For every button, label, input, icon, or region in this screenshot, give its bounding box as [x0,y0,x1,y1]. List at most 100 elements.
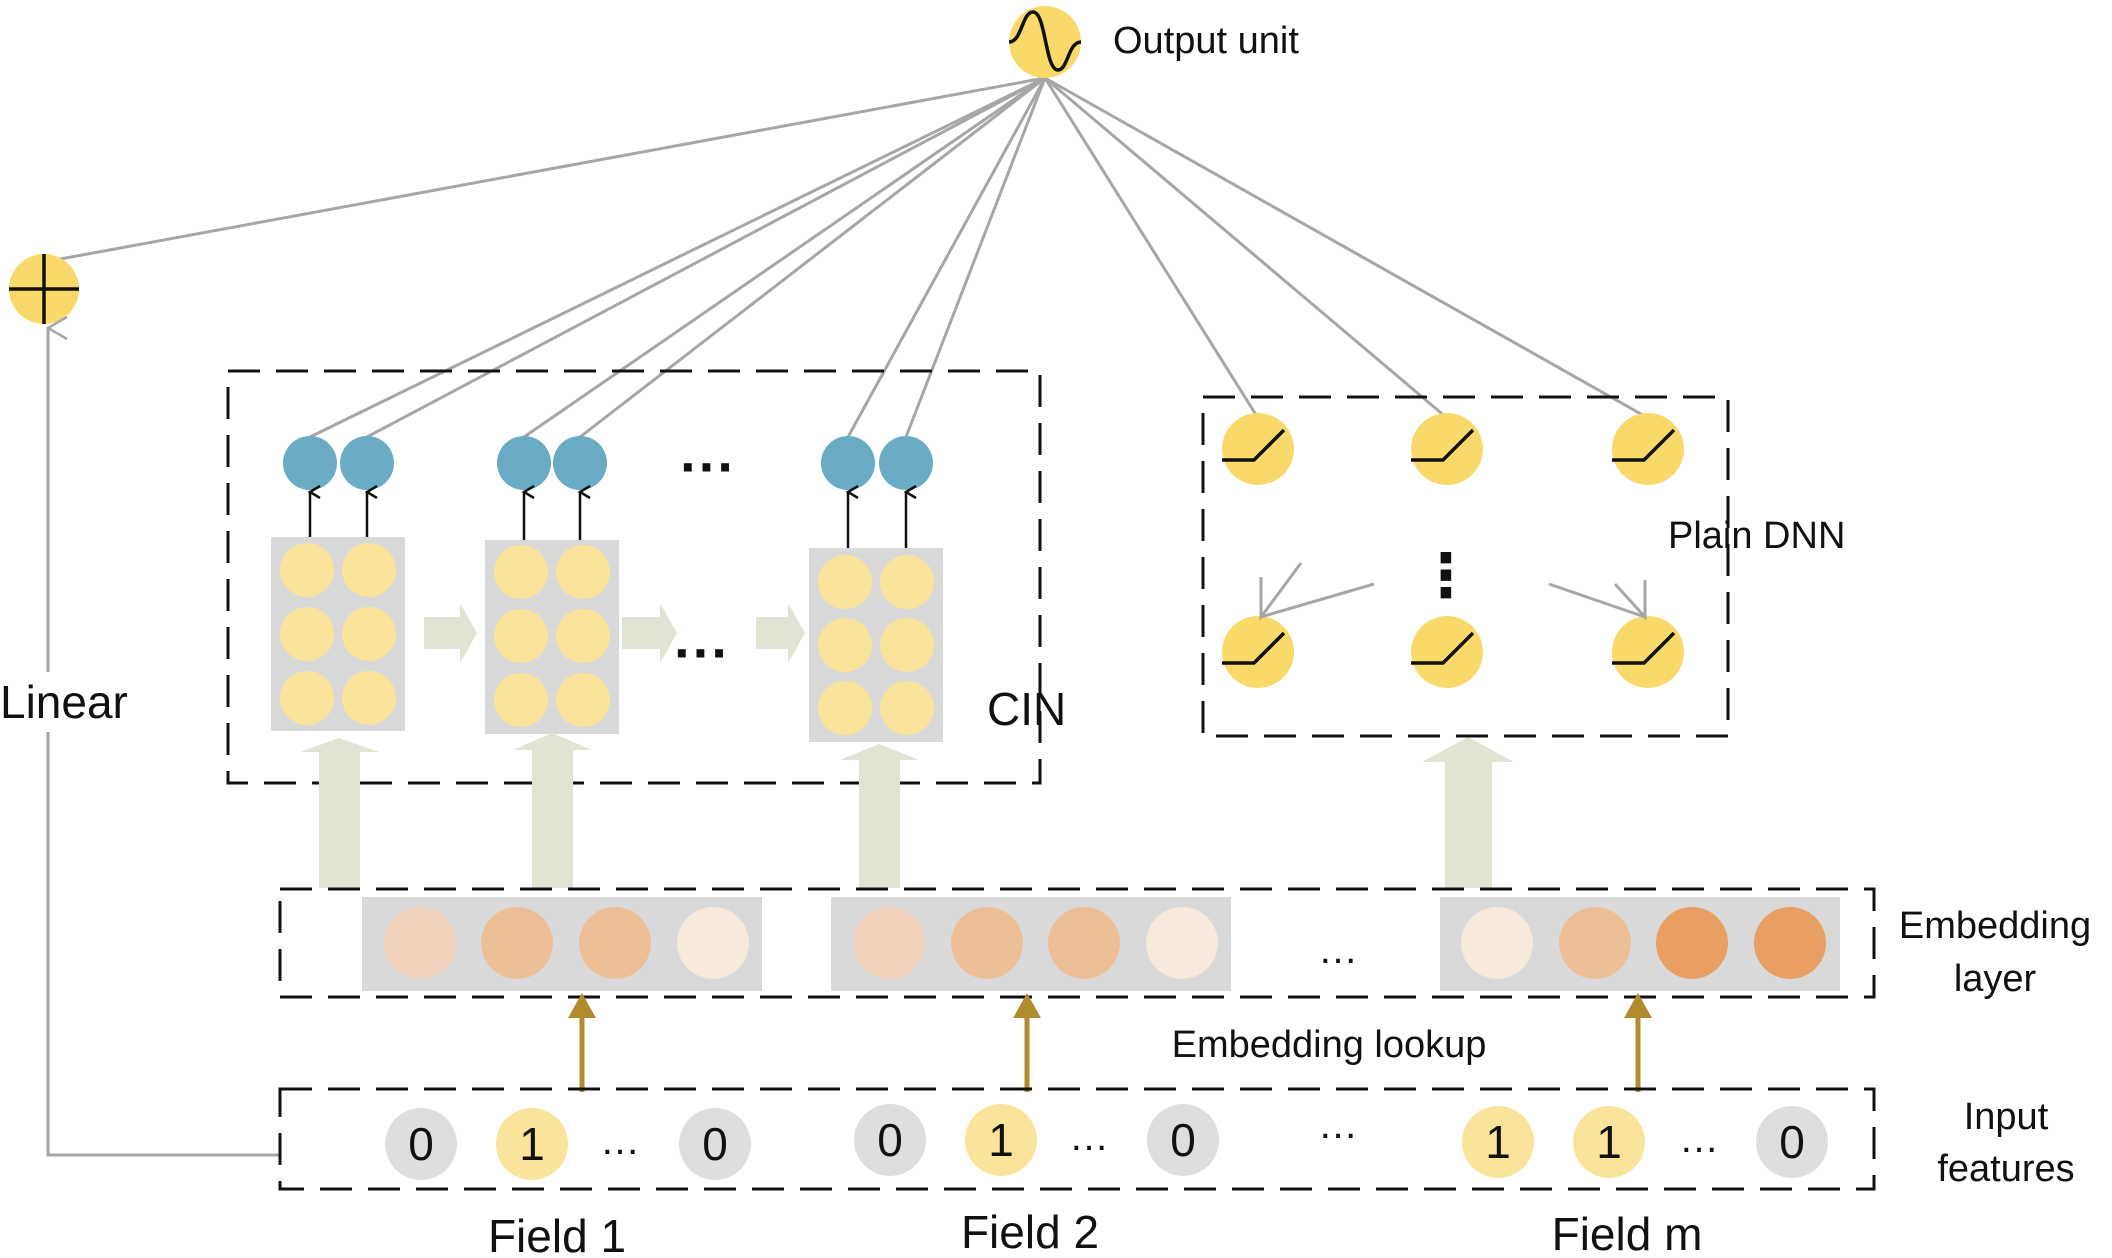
relu-icon [1411,631,1475,665]
input-features-box [278,1087,1876,1191]
arrow-right-down [1548,582,1646,619]
cin-node [494,609,548,663]
input-cell [496,1108,568,1180]
embedding-value [853,907,925,979]
embedding-value [1754,907,1826,979]
embedding-vectors [384,907,1826,979]
connection-line [43,76,1046,264]
input-cell [1573,1106,1645,1178]
pooling-node [497,436,551,490]
relu-icon [1612,631,1676,665]
input-cell [854,1104,926,1176]
embedding-lookup-label: Embedding lookup [1172,1024,1487,1066]
input-ellipsis: … [1679,1117,1719,1161]
dnn-unit [1222,413,1294,485]
cin-label: CIN [987,683,1066,735]
input-cell [965,1104,1037,1176]
lookup-arrow-head [1624,993,1652,1018]
output-connections [43,76,1649,439]
linear-sum-node [9,254,79,324]
embedding-to-model-arrows [300,733,1514,888]
embedding-layer-label-line2: layer [1954,958,2037,1000]
embedding-value [384,907,456,979]
input-features-label-line2: features [1937,1148,2074,1190]
input-ellipsis: … [1069,1115,1109,1159]
dnn-vdots: ⋮ [1416,542,1476,609]
input-value: 0 [877,1114,903,1166]
cin-node [342,671,396,725]
relu-icon [1222,428,1286,462]
embedding-value [579,907,651,979]
cin-pooling-outputs [283,436,933,490]
cin-node [818,555,872,609]
connection-line [309,76,1046,439]
embedding-value [1656,907,1728,979]
embedding-value [1146,907,1218,979]
dnn-box [1201,395,1730,738]
input-ellipsis: … [600,1119,640,1163]
input-cell [385,1108,457,1180]
embedding-value [951,907,1023,979]
arrow-head [1259,562,1303,622]
cin-node [556,673,610,727]
cin-node [818,681,872,735]
output-unit [1008,6,1082,78]
relu-icon [1222,631,1286,665]
output-unit-label: Output unit [1113,20,1299,62]
cin-node [880,681,934,735]
input-field-m: 1 1 … 0 [1462,1106,1828,1178]
pooling-node [283,436,337,490]
input-value: 0 [1170,1114,1196,1166]
dnn-unit [1411,413,1483,485]
connection-line [846,77,1047,438]
linear-label-bg [0,672,140,732]
dnn-inter-layer-arrows [1259,562,1647,622]
cin-node [818,618,872,672]
pooling-node [821,436,875,490]
cin-node [280,543,334,597]
dnn-units [1222,413,1684,688]
cin-node [342,543,396,597]
cin-node [880,555,934,609]
arrow-head [1613,580,1647,621]
pooling-node [879,436,933,490]
cin-node [342,607,396,661]
input-cell [679,1108,751,1180]
input-value: 1 [1485,1116,1511,1168]
input-value: 0 [1779,1116,1805,1168]
cin-pooling-arrows [310,492,906,548]
embedding-value [1048,907,1120,979]
relu-icon [1411,428,1475,462]
linear-label: Linear [0,676,128,728]
dnn-unit [1411,616,1483,688]
fat-arrow-up [840,744,919,888]
input-field-2: 0 1 … 0 [854,1104,1219,1176]
embedding-value [481,907,553,979]
pooling-node [340,436,394,490]
relu-icon [1612,428,1676,462]
cin-node [494,673,548,727]
cin-node [494,545,548,599]
embedding-lookup-arrows [568,993,1652,1092]
fat-arrow-up [513,733,592,888]
cin-layer-arrows [424,603,805,663]
connection-line [366,76,1046,439]
embedding-layer-box [278,887,1876,999]
fat-arrow-right [756,603,805,663]
arrow-left-down [1260,582,1375,619]
input-value: 1 [988,1114,1014,1166]
input-cell [1462,1106,1534,1178]
fat-arrow-right [622,603,677,663]
fat-arrow-up [300,738,379,888]
connection-line [904,77,1047,438]
cin-node [880,618,934,672]
cin-box [226,369,1042,785]
linear-path [45,315,280,1157]
cin-node [280,607,334,661]
field-label: Field 2 [961,1206,1099,1258]
dnn-label: Plain DNN [1668,515,1845,557]
input-value: 1 [1596,1116,1622,1168]
input-cell [1147,1104,1219,1176]
